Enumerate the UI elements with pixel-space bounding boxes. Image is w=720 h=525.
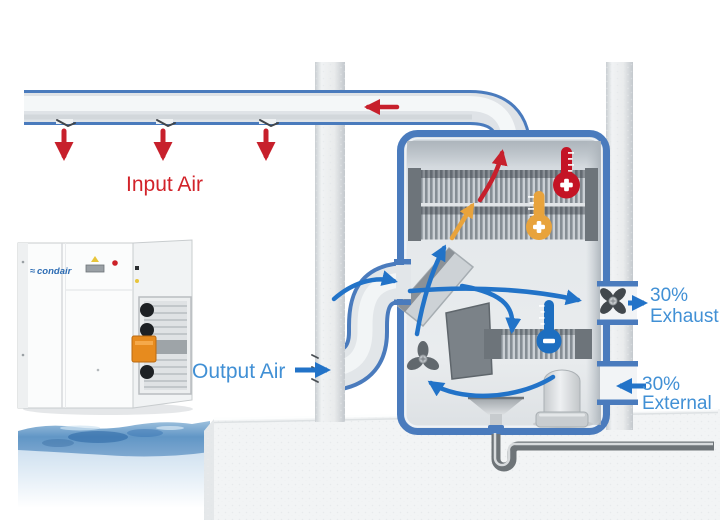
condair-logo: condair xyxy=(37,266,73,277)
unit-display xyxy=(85,264,105,273)
humidifier-unit: ≈ condair xyxy=(17,239,193,415)
flow-arrow-warming xyxy=(449,202,475,241)
input-air-label: Input Air xyxy=(126,173,203,196)
unit-front-panel xyxy=(17,242,134,409)
thermometer-hot-icon xyxy=(553,147,580,199)
thermometer-warm-icon xyxy=(526,191,552,240)
thermometer-cold-icon xyxy=(536,300,562,354)
flow-arrow-to-exhaust xyxy=(407,286,582,306)
flow-arrow-up-cold xyxy=(414,244,447,337)
unit-warning-light xyxy=(91,256,99,262)
external-label: External xyxy=(642,393,712,414)
drain-trap-pipe xyxy=(491,433,714,472)
unit-power-button xyxy=(112,260,118,266)
return-duct-junction xyxy=(394,259,411,305)
pump xyxy=(533,369,593,428)
output-air-label: Output Air xyxy=(192,360,285,383)
drain-collar xyxy=(488,425,504,435)
unit-actuator xyxy=(131,335,157,363)
heat-exchanger-lower xyxy=(484,329,592,359)
input-air-arrows xyxy=(54,99,400,161)
airflow-arrows xyxy=(331,149,582,398)
external-opening xyxy=(597,361,638,405)
circulation-fan-icon xyxy=(406,341,440,371)
condair-logo-mark: ≈ xyxy=(30,266,36,277)
damper xyxy=(445,302,493,380)
exhaust-fan-icon xyxy=(600,288,626,314)
flow-arrow-into-box xyxy=(331,270,398,302)
unit-side-grille xyxy=(131,296,192,395)
external-percent-label: 30% xyxy=(642,374,680,395)
flow-arrow-to-coil xyxy=(459,283,522,334)
supply-duct-outlets xyxy=(56,119,279,127)
flow-arrow-hot-up xyxy=(477,149,508,203)
exhaust-percent-label: 30% xyxy=(650,285,688,306)
exhaust-label: Exhaust xyxy=(650,306,719,327)
filter-edge xyxy=(398,248,455,312)
flow-arrow-return-loop xyxy=(427,374,556,398)
water xyxy=(18,421,210,508)
